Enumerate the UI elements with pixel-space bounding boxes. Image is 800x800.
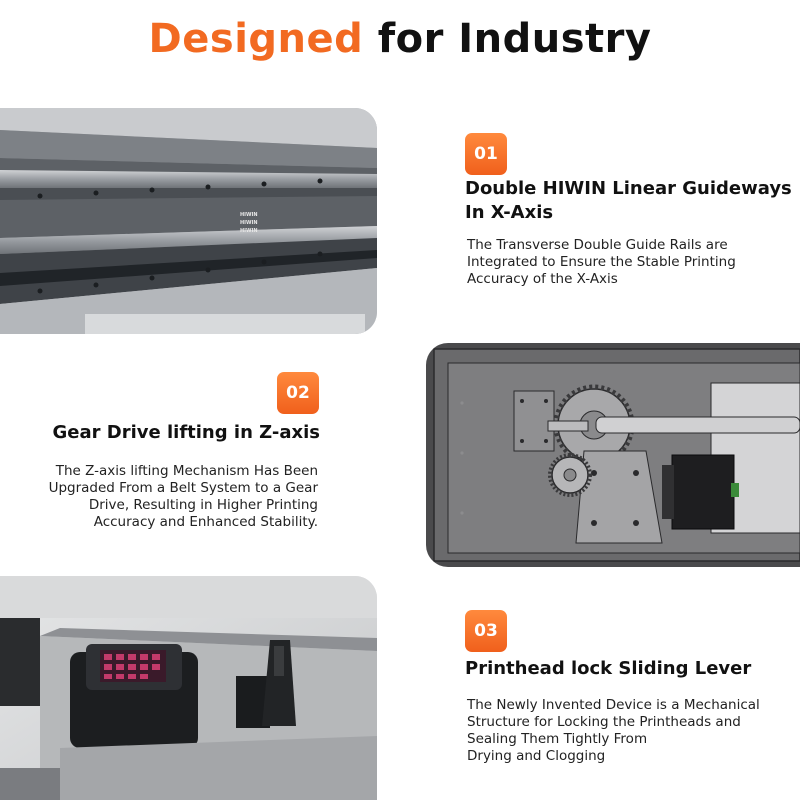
feature-number-badge: 02 [277, 372, 319, 414]
guideway-photo: HIWIN HIWIN HIWIN [0, 108, 377, 334]
rail-brand-text: HIWIN [240, 212, 258, 218]
feature-number-badge: 03 [465, 610, 507, 652]
feature-title-line: Gear Drive lifting in Z-axis [52, 422, 320, 443]
feature-number-badge: 01 [465, 133, 507, 175]
feature-description-line: The Z-axis lifting Mechanism Has Been [55, 463, 318, 479]
feature-description: The Newly Invented Device is a Mechanica… [467, 697, 760, 765]
feature-title-line: Double HIWIN Linear Guideways [465, 178, 792, 199]
feature-description-line: Accuracy of the X-Axis [467, 271, 618, 287]
rail-brand-text: HIWIN [240, 220, 258, 226]
feature-title-line: Printhead lock Sliding Lever [465, 658, 752, 679]
feature-description-line: Integrated to Ensure the Stable Printing [467, 254, 736, 270]
feature-description: The Z-axis lifting Mechanism Has Been Up… [49, 463, 318, 531]
feature-description: The Transverse Double Guide Rails are In… [467, 237, 736, 288]
heading-accent: Designed [148, 16, 364, 62]
feature-description-line: Structure for Locking the Printheads and [467, 714, 741, 730]
heading-rest: for Industry [377, 16, 652, 62]
feature-description-line: Sealing Them Tightly From [467, 731, 648, 747]
rail-brand-text: HIWIN [240, 228, 258, 234]
page-heading: Designed for Industry [0, 16, 800, 62]
feature-description-line: Drive, Resulting in Higher Printing [88, 497, 318, 513]
feature-title-line: In X-Axis [465, 202, 554, 223]
feature-title: Printhead lock Sliding Lever [465, 657, 751, 681]
feature-description-line: Upgraded From a Belt System to a Gear [48, 480, 318, 496]
feature-title: Double HIWIN Linear Guideways In X-Axis [465, 177, 792, 225]
feature-description-line: Accuracy and Enhanced Stability. [93, 514, 318, 530]
feature-title: Gear Drive lifting in Z-axis [53, 421, 320, 445]
feature-description-line: Drying and Clogging [467, 748, 606, 764]
gear-drive-photo [426, 343, 800, 567]
feature-description-line: The Transverse Double Guide Rails are [467, 237, 728, 253]
printhead-lock-photo [0, 576, 377, 800]
feature-description-line: The Newly Invented Device is a Mechanica… [467, 697, 760, 713]
